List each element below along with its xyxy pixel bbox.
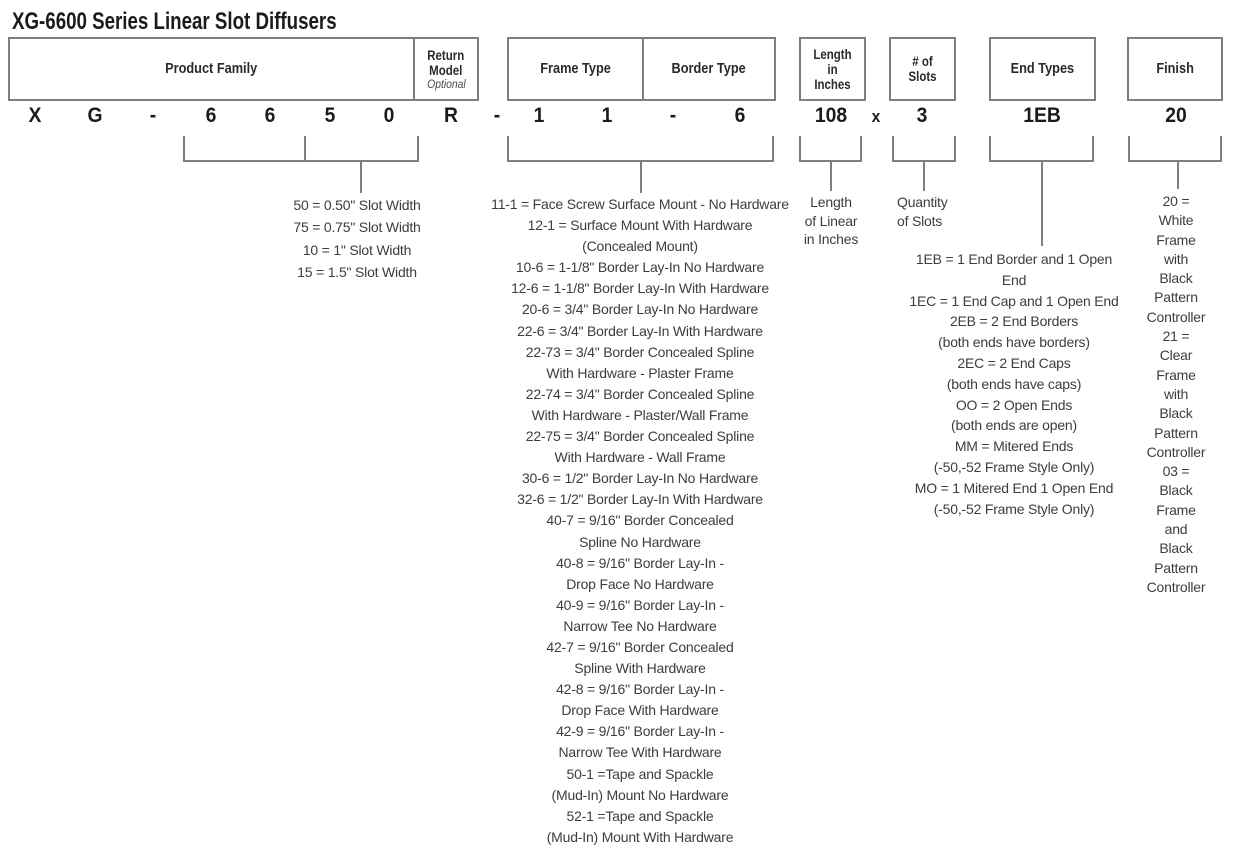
return-model-label: Return Model (427, 47, 465, 78)
frame-type-label: Frame Type (540, 60, 611, 77)
model-multiply-separator: x (871, 107, 881, 126)
model-char: 20 (1165, 104, 1187, 127)
return-model-cell: Return Model Optional (413, 39, 477, 99)
legend-slot-width: 50 = 0.50" Slot Width 75 = 0.75" Slot Wi… (293, 197, 421, 280)
model-char: 108 (814, 104, 848, 127)
end-types-label: End Types (1010, 60, 1075, 77)
model-char: G (87, 104, 103, 127)
page-title: XG-6600 Series Linear Slot Diffusers (12, 8, 337, 35)
model-char: X (28, 104, 42, 127)
bracket-length (799, 136, 862, 162)
legend-finish: 20 = White Frame with Black Pattern Cont… (1146, 193, 1206, 595)
product-family-cell: Product Family (10, 39, 413, 99)
model-char: 5 (324, 104, 336, 127)
model-char: 0 (383, 104, 395, 127)
length-in-inches-label: Length in Inches (813, 46, 852, 92)
model-char: - (149, 104, 157, 127)
box-frame-border-type: Frame Type Border Type (507, 37, 776, 101)
model-char: - (669, 104, 677, 127)
box-num-slots: # of Slots (889, 37, 956, 101)
stem-frame-type (640, 160, 642, 193)
frame-type-cell: Frame Type (509, 39, 642, 99)
model-char: 3 (916, 104, 928, 127)
model-char: 1 (601, 104, 613, 127)
stem-length (830, 160, 832, 191)
box-end-types: End Types (989, 37, 1096, 101)
num-slots-label: # of Slots (908, 54, 937, 84)
stem-quantity (923, 160, 925, 191)
bracket-end-types (989, 136, 1094, 162)
border-type-label: Border Type (671, 60, 747, 77)
box-finish: Finish (1127, 37, 1223, 101)
stem-end-types (1041, 160, 1043, 246)
model-char: 1EB (1023, 104, 1061, 127)
bracket-slots (892, 136, 956, 162)
note-quantity-of-slots: Quantity of Slots (897, 194, 948, 229)
stem-slot-width (360, 160, 362, 193)
note-length-of-linear: Length of Linear in Inches (803, 194, 859, 248)
model-char: 6 (205, 104, 217, 127)
return-model-optional-note: Optional (426, 78, 466, 91)
box-product-family: Product Family Return Model Optional (8, 37, 479, 101)
product-family-label: Product Family (165, 60, 258, 77)
finish-label: Finish (1156, 60, 1194, 77)
model-char: 6 (734, 104, 746, 127)
stem-finish (1177, 160, 1179, 189)
model-char: R (444, 104, 458, 127)
model-char: 1 (533, 104, 545, 127)
model-char: - (493, 104, 501, 127)
legend-frame-type: 11-1 = Face Screw Surface Mount - No Har… (491, 196, 789, 845)
model-char: 6 (264, 104, 276, 127)
box-length-in-inches: Length in Inches (799, 37, 866, 101)
legend-end-types: 1EB = 1 End Border and 1 Open End 1EC = … (909, 251, 1119, 517)
bracket-finish (1128, 136, 1222, 162)
border-type-cell: Border Type (642, 39, 774, 99)
bracket-frame-border (507, 136, 774, 162)
bracket-divider (304, 136, 306, 160)
bracket-product-family-digits (183, 136, 419, 162)
